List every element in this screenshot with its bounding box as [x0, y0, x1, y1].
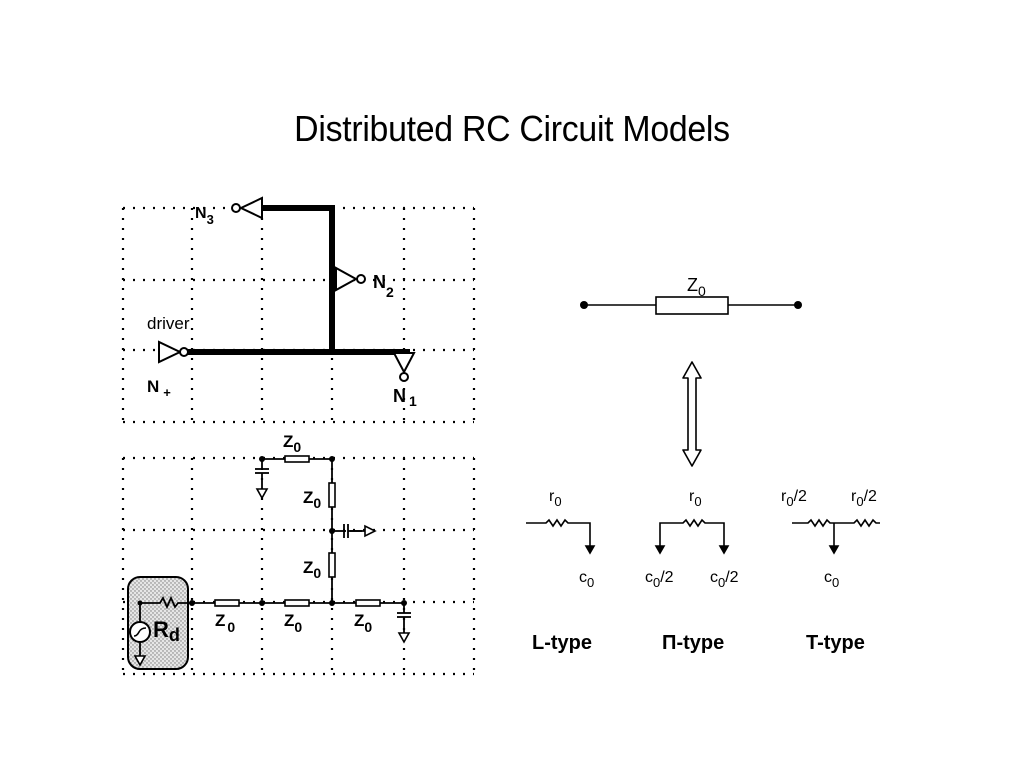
- z0-label: Z0: [303, 488, 321, 511]
- pi-type-capacitor-label: c0/2: [710, 569, 739, 590]
- rc-network: Rd: [121, 432, 476, 676]
- t-type-resistor-label: r0/2: [851, 488, 877, 509]
- z0-element-icon: [655, 296, 729, 315]
- node-label-n-plus: N+: [147, 377, 171, 400]
- capacitor-icon: [343, 524, 377, 538]
- z0-segment-2: [284, 599, 310, 607]
- resistor-icon: [659, 518, 725, 546]
- z0-segment-3: [355, 599, 381, 607]
- sink-buffer-n2-icon: [335, 266, 366, 292]
- sink-buffer-n3-icon: [231, 196, 263, 220]
- pi-type-model: [654, 518, 730, 555]
- junction-dots: [189, 456, 407, 606]
- driver-label: driver: [147, 314, 190, 333]
- double-arrow-icon: [682, 361, 702, 467]
- node-label-n2: N2: [373, 272, 394, 300]
- terminal-dot: [580, 301, 588, 309]
- segment-model: Z0: [580, 275, 802, 467]
- capacitor-icon: [397, 603, 411, 644]
- rd-label: Rd: [153, 617, 180, 645]
- z0-segment-6: [328, 552, 336, 578]
- z0-label: Z0: [354, 611, 372, 635]
- driver-model-box: [127, 576, 192, 670]
- driver-buffer-icon: [158, 340, 189, 364]
- sink-buffer-n1-icon: [392, 352, 416, 382]
- t-type-capacitor-label: c0: [824, 569, 839, 590]
- resistor-icon: [834, 518, 880, 528]
- node-label-n3: N3: [195, 205, 214, 227]
- l-type-label: L-type: [532, 632, 592, 654]
- ground-icon: [133, 655, 147, 667]
- t-type-model: [792, 518, 880, 555]
- routing-wires: [188, 205, 410, 355]
- equivalent-models: r0 c0 L-type r0 c0/2 c0/2 Π-type r0/2 r0…: [526, 488, 880, 654]
- l-type-capacitor-label: c0: [579, 569, 594, 590]
- capacitor-icon: [255, 459, 269, 500]
- z0-label: Z0: [284, 611, 302, 635]
- l-type-model: [526, 518, 596, 555]
- z0-segment-4: [284, 455, 310, 463]
- resistor-icon: [792, 518, 834, 528]
- z0-segments: [214, 455, 381, 607]
- pi-type-capacitor-label: c0/2: [645, 569, 674, 590]
- z0-label: Z0: [283, 432, 301, 455]
- pi-type-resistor-label: r0: [689, 488, 702, 509]
- z0-segment-5: [328, 482, 336, 508]
- z0-element-label: Z0: [687, 275, 706, 299]
- t-type-resistor-label: r0/2: [781, 488, 807, 509]
- voltage-source-icon: [129, 621, 151, 643]
- l-type-resistor-label: r0: [549, 488, 562, 509]
- terminal-dot: [794, 301, 802, 309]
- z0-label: Z0: [303, 558, 321, 581]
- t-type-label: T-type: [806, 632, 865, 654]
- z0-segment-1: [214, 599, 240, 607]
- pi-type-label: Π-type: [662, 632, 724, 654]
- slide-title: Distributed RC Circuit Models: [294, 108, 730, 149]
- resistor-icon: [526, 518, 591, 546]
- rd-resistor-icon: [140, 595, 192, 610]
